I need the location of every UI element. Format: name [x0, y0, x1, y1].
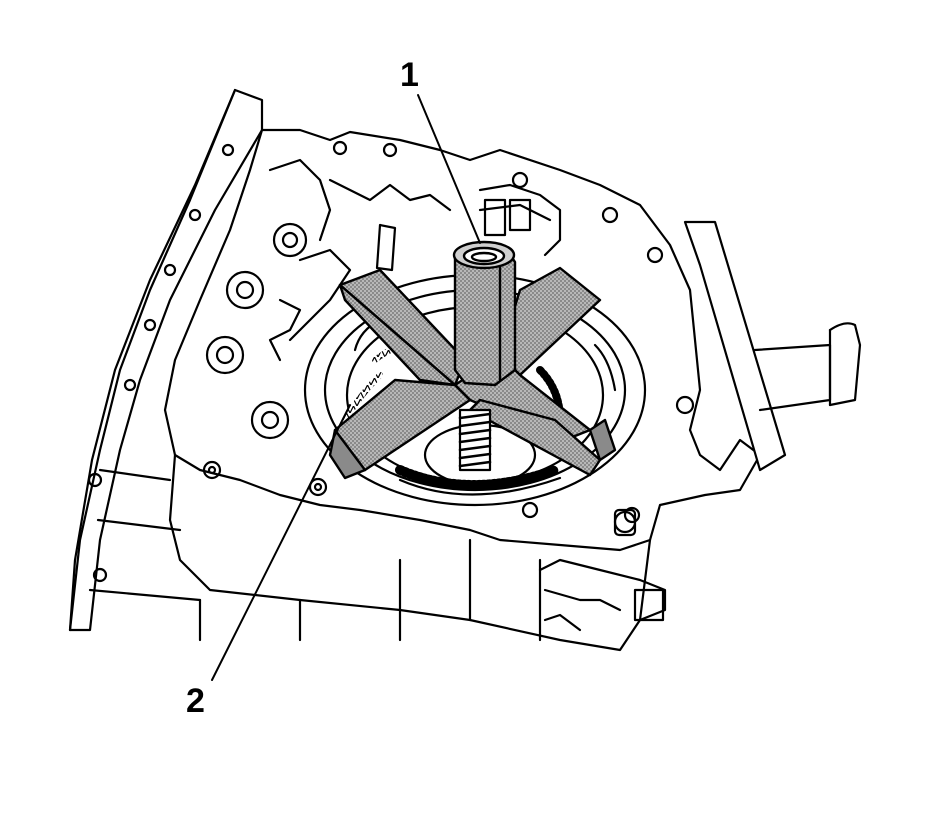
puller-center-screw [458, 408, 492, 472]
output-shaft-bracket [683, 220, 862, 472]
callout-label-1: 1 [400, 56, 419, 94]
leader-line-2 [211, 404, 351, 681]
leader-line-1 [417, 94, 481, 244]
valve-body-details [268, 158, 562, 362]
callout-leaders [211, 94, 481, 681]
puller-cross-bar [328, 266, 617, 480]
case-left-flange [68, 88, 264, 632]
callout-label-2: 2 [186, 682, 205, 720]
puller-center-screw-nut [452, 240, 517, 387]
lower-right-components [538, 508, 667, 632]
